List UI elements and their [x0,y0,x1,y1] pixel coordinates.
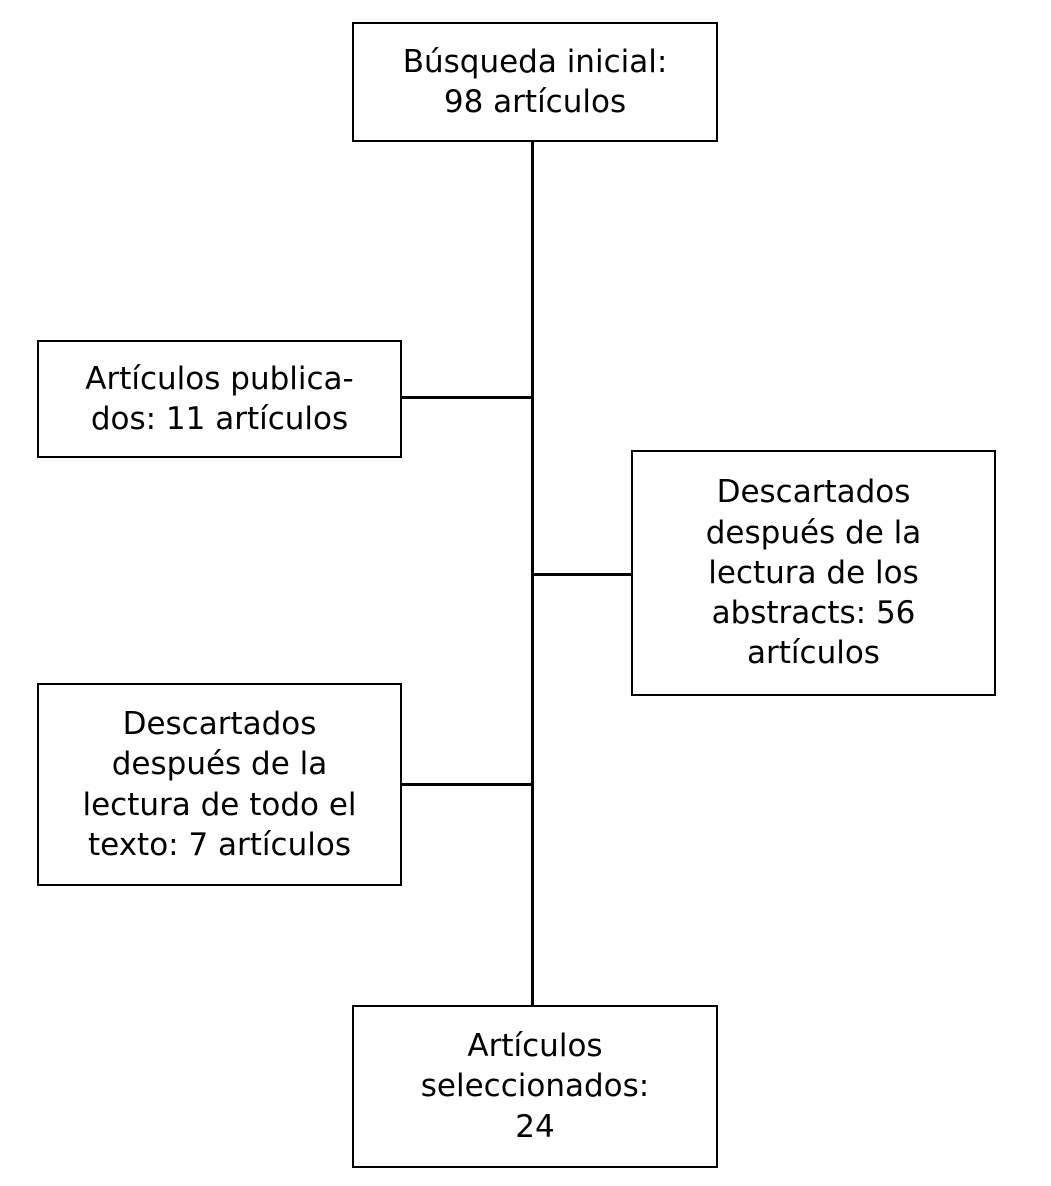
node-discarded-after-abstracts: Descartados después de la lectura de los… [631,450,996,696]
node-discarded-after-abstracts-label: Descartados después de la lectura de los… [705,474,922,672]
node-selected-articles-label: Artículos seleccionados: 24 [420,1028,650,1145]
node-initial-search-label: Búsqueda inicial: 98 artículos [402,43,668,120]
connector-branch-discarded-fulltext [400,783,533,786]
node-initial-search: Búsqueda inicial: 98 artículos [352,22,718,142]
node-discarded-after-fulltext: Descartados después de la lectura de tod… [37,683,402,886]
node-published-articles: Artículos publica- dos: 11 artículos [37,340,402,458]
connector-branch-published [400,396,533,399]
node-discarded-after-fulltext-label: Descartados después de la lectura de tod… [82,705,357,863]
connector-branch-discarded-abstracts [531,573,633,576]
node-selected-articles: Artículos seleccionados: 24 [352,1005,718,1168]
node-published-articles-label: Artículos publica- dos: 11 artículos [85,360,354,437]
